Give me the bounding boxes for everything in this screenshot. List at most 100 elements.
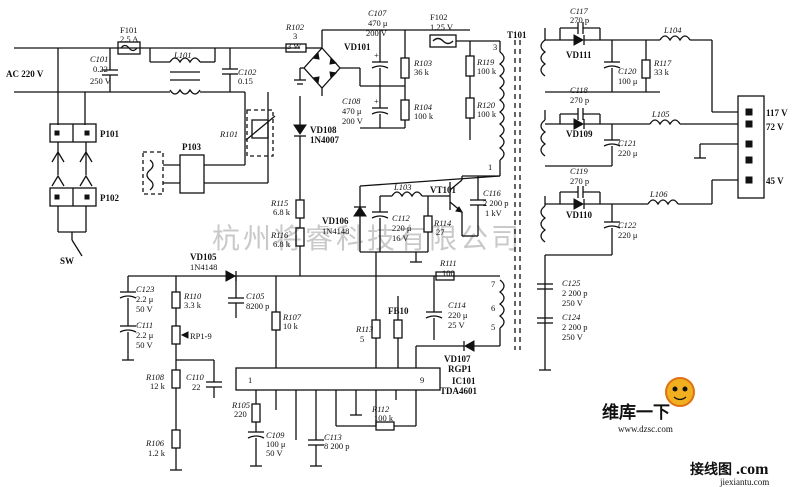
r111-v1: 100: [442, 268, 455, 278]
c101-ref: C101: [90, 54, 108, 64]
r102-v2: 3 W: [287, 41, 301, 51]
vd111-ref: VD111: [566, 50, 592, 60]
ic101-part: TDA4601: [440, 386, 478, 396]
r110-v1: 3.3 k: [184, 300, 202, 310]
t101-pin-6: 6: [491, 303, 495, 313]
r101-ref: R101: [219, 129, 238, 139]
r117-v1: 33 k: [654, 67, 670, 77]
dzsc-logo: 维库一下 www.dzsc.com: [602, 377, 695, 434]
c112-ref: C112: [392, 213, 411, 223]
c116-ref: C116: [483, 188, 502, 198]
ic-ic101: 1 9 IC101 TDA4601: [235, 367, 478, 440]
vd107-ref: VD107: [444, 354, 471, 364]
c118-ref: C118: [570, 85, 589, 95]
r120-v1: 100 k: [477, 109, 497, 119]
c117-v1: 270 p: [570, 15, 589, 25]
vd107-v1: RGP1: [448, 364, 472, 374]
t101-pin-5: 5: [491, 322, 495, 332]
c101-v1: 0.22: [93, 64, 108, 74]
jiexiantu-footer: 接线图 .com jiexiantu.com: [690, 461, 769, 487]
capacitor-c111: C111 2.2 μ 50 V: [119, 320, 154, 350]
resistor-r110: R110 3.3 k: [171, 276, 202, 310]
watermark: 杭州将睿科技有限公司: [212, 222, 522, 255]
vd110-ref: VD110: [566, 210, 593, 220]
c109-v1: 100 μ: [266, 439, 286, 449]
f102-ref: F102: [430, 12, 447, 22]
l105-ref: L105: [651, 109, 669, 119]
diode-vd106: VD106 1N4148: [322, 186, 367, 252]
c111-ref: C111: [136, 320, 153, 330]
r105-v1: 220: [234, 409, 247, 419]
r106-v1: 1.2 k: [148, 448, 166, 458]
c110-v1: 22: [192, 382, 201, 392]
vd106-v1: 1N4148: [322, 226, 349, 236]
p102-ref: P102: [100, 193, 119, 203]
l101-ref: L101: [173, 50, 191, 60]
c107-v2: 200 V: [366, 28, 388, 38]
c112-v2: 16 V: [392, 233, 409, 243]
c124-v1: 2 200 p: [562, 322, 588, 332]
bridge-vd101: VD101: [294, 29, 371, 96]
c113-v1: 8 200 p: [324, 441, 350, 451]
c105-ref: C105: [246, 291, 264, 301]
svg-text:+: +: [374, 50, 379, 60]
diode-vd107: VD107 RGP1: [415, 328, 501, 374]
input-label: AC 220 V: [6, 69, 44, 79]
c120-v1: 100 μ: [618, 76, 638, 86]
capacitor-c110: C110 22: [176, 359, 222, 398]
capacitor-c119: C119 270 p: [570, 166, 589, 198]
capacitor-c118: C118 270 p: [570, 85, 589, 120]
resistor-r113: R113 5: [355, 252, 381, 368]
t101-pin-1: 1: [488, 162, 492, 172]
footer-suffix: .com: [736, 461, 769, 478]
c122-v1: 220 μ: [618, 230, 638, 240]
footer-url: jiexiantu.com: [719, 477, 769, 487]
c109-ref: C109: [266, 430, 285, 440]
r113-v1: 5: [360, 334, 364, 344]
r116-v1: 6.8 k: [273, 239, 291, 249]
c107-ref: C107: [368, 8, 387, 18]
r106-ref: R106: [145, 438, 165, 448]
c111-v1: 2.2 μ: [136, 330, 154, 340]
resistor-r106: R106 1.2 k: [145, 429, 181, 458]
fuse-f101: F101 2.5 A: [117, 25, 141, 55]
p101-ref: P101: [100, 129, 119, 139]
l104-ref: L104: [663, 25, 682, 35]
c101-v2: 250 V: [90, 76, 112, 86]
c117-ref: C117: [570, 6, 589, 16]
vd109-ref: VD109: [566, 129, 593, 139]
r102-v1: 3: [293, 31, 297, 41]
resistor-r114: R114 27: [423, 196, 452, 252]
diode-vd110: VD110: [545, 191, 648, 220]
capacitor-c109: C109 100 μ 50 V: [247, 422, 286, 467]
t101-pin-3: 3: [493, 42, 497, 52]
ferrite-fb10: FB10: [388, 296, 409, 368]
vt101-ref: VT101: [430, 185, 457, 195]
inductor-l104: L104: [659, 25, 738, 113]
r112-ref: R112: [371, 404, 390, 414]
svg-text:+: +: [374, 96, 379, 106]
output-72v: 72 V: [766, 122, 784, 132]
r102-ref: R102: [285, 22, 305, 32]
r108-v1: 12 k: [150, 381, 166, 391]
mains-input: AC 220 V: [6, 47, 300, 125]
capacitor-c125: C125 2 200 p 250 V: [537, 278, 588, 308]
ic101-ref: IC101: [452, 376, 476, 386]
resistor-r104: R104 100 k: [400, 99, 434, 128]
r114-ref: R114: [433, 218, 452, 228]
c125-v1: 2 200 p: [562, 288, 588, 298]
c114-v2: 25 V: [448, 320, 465, 330]
logo-url: www.dzsc.com: [618, 424, 673, 434]
capacitor-c121: C121 220 μ: [545, 124, 638, 167]
capacitor-c114: C114 220 μ 25 V: [425, 276, 468, 340]
c108-v1: 470 μ: [342, 106, 362, 116]
ic101-pin-1: 1: [248, 375, 252, 385]
c125-ref: C125: [562, 278, 580, 288]
resistor-r112: R112 100 k: [336, 404, 416, 431]
logo-name: 维库一下: [602, 402, 670, 422]
r110-ref: R110: [183, 291, 202, 301]
transformer-t101: T101 3 1 7 6 5: [488, 30, 527, 350]
r120-ref: R120: [476, 100, 496, 110]
rp1-ref: RP1-9: [190, 331, 212, 341]
